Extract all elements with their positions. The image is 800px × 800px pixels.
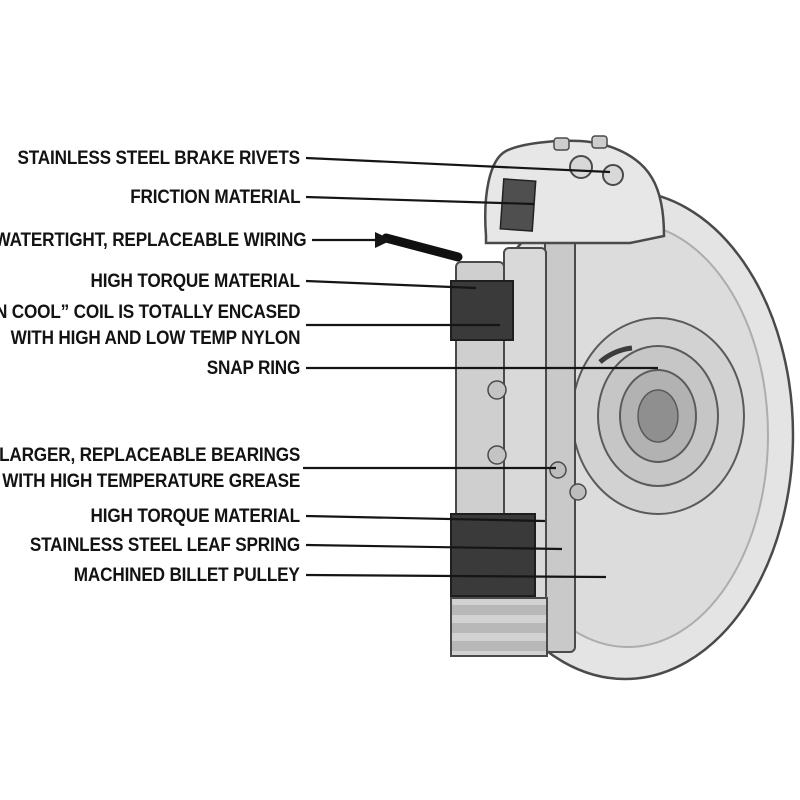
callout-bearings-line1: LARGER, REPLACEABLE BEARINGS (0, 444, 300, 466)
leader-high-torque-top (305, 279, 477, 290)
pulley-grooves (450, 597, 548, 657)
callout-run-cool-coil-line1: “RUN COOL” COIL IS TOTALLY ENCASED (0, 301, 300, 323)
callout-bearings: LARGER, REPLACEABLE BEARINGS WITH HIGH T… (0, 442, 300, 494)
leader-lines (303, 156, 658, 579)
friction-pad-part (499, 178, 537, 232)
snap-ring-part (598, 345, 633, 364)
callout-snap-ring: SNAP RING (206, 357, 301, 379)
callout-bearings-line2: WITH HIGH TEMPERATURE GREASE (2, 470, 301, 492)
brake-bracket (484, 135, 666, 245)
coil-top-part (450, 280, 514, 341)
callout-friction-material: FRICTION MATERIAL (129, 186, 300, 208)
callout-brake-rivets: STAINLESS STEEL BRAKE RIVETS (17, 147, 301, 169)
leader-leaf-spring (305, 543, 563, 551)
callout-wiring: WATERTIGHT, REPLACEABLE WIRING (0, 229, 306, 251)
wiring-part (381, 233, 463, 262)
callout-high-torque-bottom: HIGH TORQUE MATERIAL (90, 505, 301, 527)
leader-brake-rivets (305, 156, 611, 174)
leader-high-torque-bottom (305, 514, 546, 523)
brake-rivet-part (602, 164, 624, 186)
callout-high-torque-top: HIGH TORQUE MATERIAL (90, 270, 301, 292)
leader-billet-pulley (305, 573, 607, 579)
callout-run-cool-coil: “RUN COOL” COIL IS TOTALLY ENCASED WITH … (0, 299, 300, 351)
wiring-arrowhead (375, 232, 392, 248)
callout-billet-pulley: MACHINED BILLET PULLEY (74, 564, 300, 586)
brake-rivet-part (569, 155, 593, 179)
callout-leaf-spring: STAINLESS STEEL LEAF SPRING (29, 534, 300, 556)
pins-and-bearings (487, 380, 587, 501)
coil-bottom-part (450, 513, 536, 597)
callout-run-cool-coil-line2: WITH HIGH AND LOW TEMP NYLON (10, 327, 300, 349)
leader-friction-material (305, 195, 535, 206)
hub-bearing (571, 317, 745, 515)
